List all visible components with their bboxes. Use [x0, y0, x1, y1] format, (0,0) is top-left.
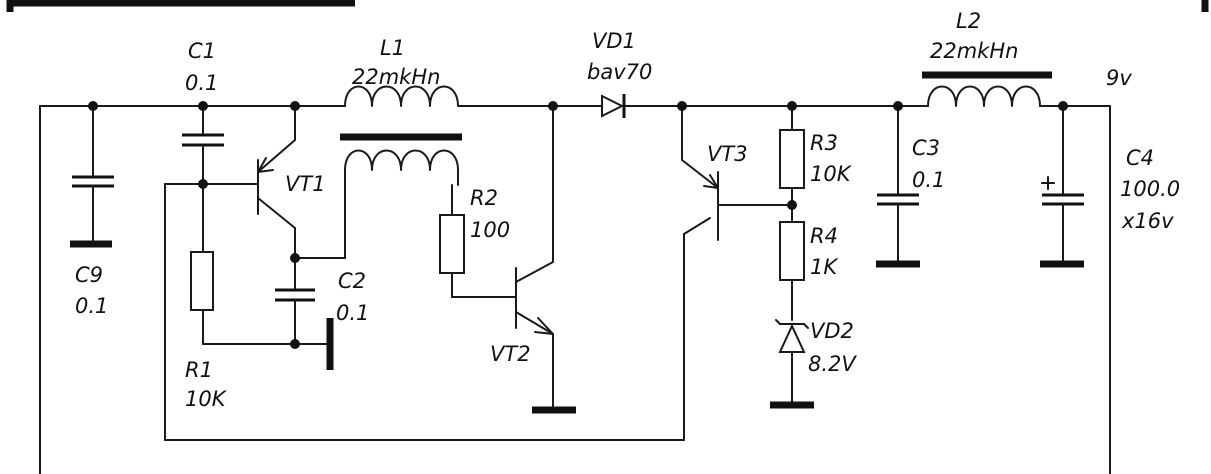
vd1-value-label: bav70 — [587, 60, 652, 84]
vd1-ref-label: VD1 — [592, 29, 636, 53]
r3-ref-label: R3 — [810, 131, 838, 155]
c4-ref-label: C4 — [1126, 146, 1154, 170]
c3-value-label: 0.1 — [912, 168, 945, 192]
resistor-r1 — [190, 183, 334, 370]
r4-ref-label: R4 — [810, 224, 838, 248]
border-marks — [6, 0, 1209, 12]
capacitor-c2 — [275, 257, 315, 345]
transistor-vt3 — [681, 105, 793, 241]
c1-ref-label: C1 — [188, 39, 216, 63]
l2-value-label: 22mkHn — [930, 39, 1018, 63]
resistor-r2 — [439, 184, 517, 298]
inductor-l2 — [922, 71, 1052, 107]
inductor-l1 — [294, 85, 462, 259]
output-voltage-label: 9v — [1106, 66, 1132, 90]
capacitor-c1 — [182, 105, 224, 185]
zener-diode-vd2 — [770, 319, 814, 409]
vt3-ref-label: VT3 — [707, 142, 748, 166]
transistor-vt2 — [515, 105, 576, 414]
l2-ref-label: L2 — [956, 9, 981, 33]
vd2-value-label: 8.2V — [808, 352, 857, 376]
r2-ref-label: R2 — [470, 186, 498, 210]
r3-value-label: 10K — [810, 162, 853, 186]
l1-value-label: 22mkHn — [352, 65, 440, 89]
diode-vd1 — [601, 94, 626, 118]
vt2-ref-label: VT2 — [490, 342, 531, 366]
r1-ref-label: R1 — [185, 358, 213, 382]
c4-rating-label: x16v — [1121, 209, 1174, 233]
vt1-ref-label: VT1 — [285, 172, 326, 196]
c9-value-label: 0.1 — [75, 294, 108, 318]
l1-ref-label: L1 — [380, 36, 405, 60]
r2-value-label: 100 — [470, 218, 510, 242]
c2-value-label: 0.1 — [336, 301, 369, 325]
vd2-ref-label: VD2 — [810, 319, 854, 343]
c4-value-label: 100.0 — [1120, 177, 1180, 201]
transistor-vt1 — [257, 105, 296, 259]
r4-value-label: 1K — [810, 255, 839, 279]
feedback-wire — [164, 183, 711, 441]
c3-ref-label: C3 — [912, 136, 940, 160]
capacitor-c3 — [876, 105, 920, 268]
r1-value-label: 10K — [185, 387, 228, 411]
c1-value-label: 0.1 — [185, 71, 218, 95]
junction-dots — [88, 101, 1068, 349]
resistor-r3 — [779, 105, 805, 223]
c2-ref-label: C2 — [338, 269, 366, 293]
resistor-r4 — [779, 221, 805, 321]
c9-ref-label: C9 — [75, 263, 103, 287]
capacitor-c4 — [1040, 105, 1084, 268]
capacitor-c9 — [70, 105, 114, 248]
